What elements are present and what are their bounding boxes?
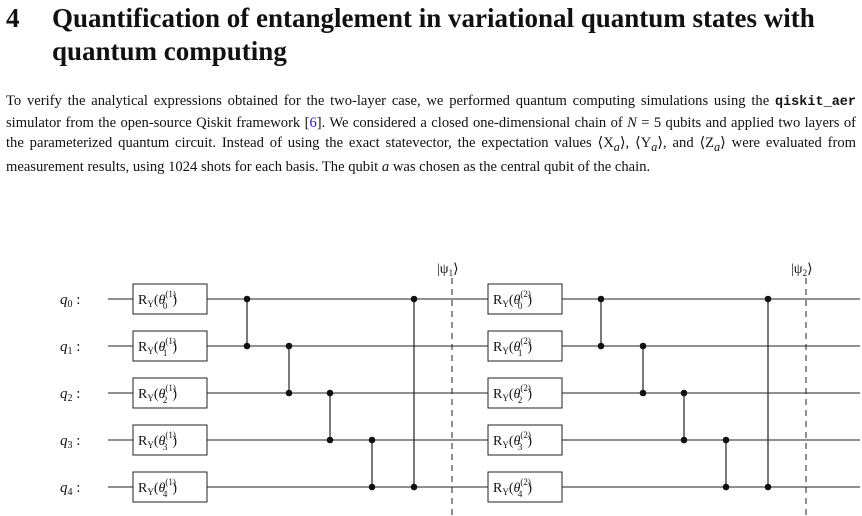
barrier-label-2: |ψ2⟩ (791, 262, 813, 278)
cz-dot-L2-3-a (722, 436, 730, 444)
cz-dot-L1-3-b (368, 483, 376, 491)
var-n: N (627, 115, 637, 131)
quantum-circuit-diagram: q0 : q1 : q2 : q3 : q4 : RY(θ(1)0) RY(θ(1)1) RY… (60, 262, 860, 516)
ry-gate-L2-q4 (487, 471, 563, 503)
cz-dot-L2-3-b (722, 483, 730, 491)
sub-a-1: a (613, 139, 620, 154)
sub-a-3: a (714, 139, 721, 154)
cz-dot-L1-3-a (368, 436, 376, 444)
ry-gate-label-L1-q3: RY(θ(1)3) (138, 430, 177, 452)
ry-gate-label-L2-q4: RY(θ(2)4) (493, 477, 532, 499)
ry-gate-label-L2-q0: RY(θ(2)0) (493, 289, 532, 311)
cz-dot-L2-4-a (764, 295, 772, 303)
qubit-label-2: q2 : (60, 386, 80, 404)
qubit-label-0: q0 : (60, 292, 80, 310)
cz-dot-L2-4-b (764, 483, 772, 491)
ry-gate-label-L2-q3: RY(θ(2)3) (493, 430, 532, 452)
cz-dot-L1-4-a (410, 295, 418, 303)
para-text-7: ⟩ were evaluated from measurement result… (6, 135, 856, 175)
body-paragraph: To verify the analytical expressions obt… (6, 91, 856, 177)
para-text-8: was chosen as the central qubit of the c… (389, 158, 651, 175)
citation-link[interactable]: 6 (309, 115, 317, 131)
cz-dot-L2-1-b (639, 389, 647, 397)
cz-dot-L2-2-b (680, 436, 688, 444)
qubit-label-3: q3 : (60, 433, 80, 451)
section-title: Quantification of entanglement in variat… (52, 3, 815, 66)
sub-a-2: a (651, 139, 658, 154)
para-text-5: ⟩, ⟨Y (619, 135, 652, 151)
ry-gate-label-L2-q1: RY(θ(2)1) (493, 336, 532, 358)
ry-gate-L1-q0 (132, 283, 208, 315)
cz-dot-L1-1-b (285, 389, 293, 397)
cz-dot-L2-0-b (597, 342, 605, 350)
qubit-label-1: q1 : (60, 339, 80, 357)
barrier-label-1: |ψ1⟩ (437, 262, 459, 278)
ry-gate-L1-q1 (132, 330, 208, 362)
ry-gate-L2-q2 (487, 377, 563, 409)
qubit-label-4: q4 : (60, 480, 80, 498)
ry-gate-L2-q0 (487, 283, 563, 315)
section-number: 4 (6, 3, 20, 33)
ry-gate-L1-q4 (132, 471, 208, 503)
cz-dot-L1-0-a (243, 295, 251, 303)
cz-dot-L1-4-b (410, 483, 418, 491)
cz-dot-L2-2-a (680, 389, 688, 397)
ry-gate-L1-q3 (132, 424, 208, 456)
code-qiskit-aer: qiskit_aer (774, 95, 856, 110)
var-a: a (381, 158, 390, 175)
ry-gate-label-L1-q1: RY(θ(1)1) (138, 336, 177, 358)
ry-gate-label-L2-q2: RY(θ(2)2) (493, 383, 532, 405)
cz-dot-L1-2-b (326, 436, 334, 444)
ry-gate-label-L1-q2: RY(θ(1)2) (138, 383, 177, 405)
ry-gate-L1-q2 (132, 377, 208, 409)
cz-dot-L2-1-a (639, 342, 647, 350)
ry-gate-L2-q3 (487, 424, 563, 456)
ry-gate-L2-q1 (487, 330, 563, 362)
para-text-3: ]. We considered a closed one-dimensiona… (316, 115, 628, 131)
cz-dot-L2-0-a (597, 295, 605, 303)
cz-dot-L1-0-b (243, 342, 251, 350)
cz-dot-L1-2-a (326, 389, 334, 397)
para-text-2: simulator from the open-source Qiskit fr… (6, 115, 310, 131)
cz-dot-L1-1-a (285, 342, 293, 350)
para-text-1: To verify the analytical expressions obt… (6, 93, 775, 109)
ry-gate-label-L1-q0: RY(θ(1)0) (138, 289, 177, 311)
para-text-4: = 5 qubits and applied two layers of the… (6, 115, 857, 151)
para-text-6: ⟩, and ⟨Z (657, 135, 715, 151)
ry-gate-label-L1-q4: RY(θ(1)4) (138, 477, 177, 499)
